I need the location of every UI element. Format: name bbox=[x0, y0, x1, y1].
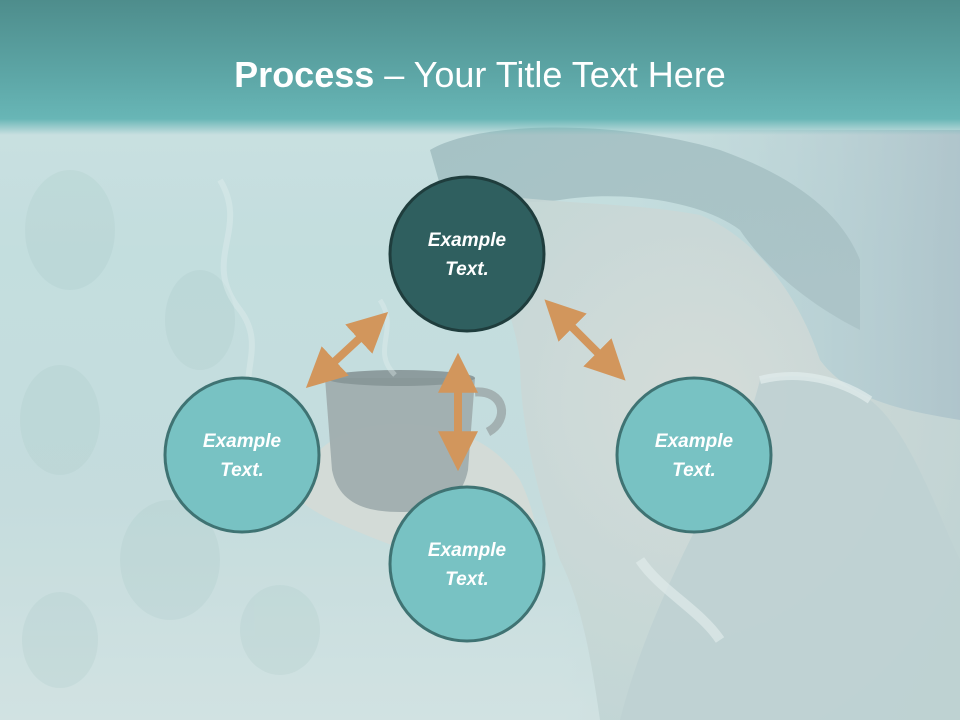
title-bold: Process bbox=[234, 54, 375, 95]
node-label-bottom: Example Text. bbox=[392, 536, 542, 594]
node-label-line1: Example bbox=[202, 431, 282, 452]
node-label-line2: Text. bbox=[672, 460, 716, 481]
process-node-left bbox=[163, 376, 321, 534]
title-separator: – bbox=[374, 54, 414, 95]
process-node-right bbox=[615, 376, 773, 534]
node-label-right: Example Text. bbox=[619, 427, 769, 485]
process-node-top bbox=[388, 175, 546, 333]
double-arrow-icon bbox=[544, 299, 626, 381]
node-label-line1: Example bbox=[427, 540, 507, 561]
node-label-line1: Example bbox=[427, 230, 507, 251]
node-label-line1: Example bbox=[654, 431, 734, 452]
node-label-left: Example Text. bbox=[167, 427, 317, 485]
slide-title: Process – Your Title Text Here bbox=[0, 52, 960, 98]
title-band bbox=[0, 0, 960, 135]
double-arrow-icon bbox=[305, 311, 389, 389]
node-label-line2: Text. bbox=[445, 569, 489, 590]
title-rest: Your Title Text Here bbox=[413, 54, 726, 95]
process-node-bottom bbox=[388, 485, 546, 643]
damask-pattern bbox=[20, 170, 320, 688]
node-label-line2: Text. bbox=[220, 460, 264, 481]
node-label-top: Example Text. bbox=[392, 226, 542, 284]
node-label-line2: Text. bbox=[445, 259, 489, 280]
